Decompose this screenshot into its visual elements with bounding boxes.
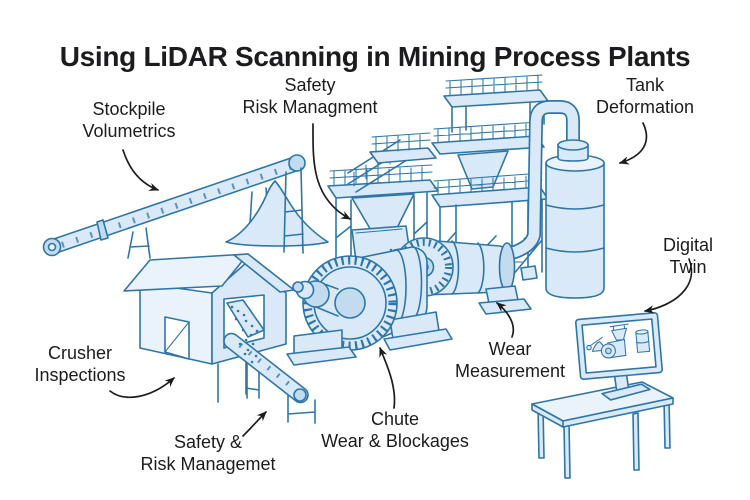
arrow-chute-wear xyxy=(379,346,396,409)
page-title: Using LiDAR Scanning in Mining Process P… xyxy=(59,40,691,72)
label-stockpile-volumetrics: Stockpile Volumetrics xyxy=(82,99,176,141)
arrow-crusher-inspections xyxy=(109,377,175,399)
mini-plant-on-screen xyxy=(586,323,651,359)
annotation-arrows xyxy=(109,122,693,437)
workstation-desk xyxy=(531,381,674,479)
process-pipe xyxy=(509,100,589,260)
arrow-safety-risk-top xyxy=(312,123,351,220)
arrow-digital-twin xyxy=(643,258,693,314)
label-wear-measurement: Wear Measurement xyxy=(454,339,566,381)
digital-twin-monitor xyxy=(574,311,664,401)
label-chute-wear-blockages: Chute Wear & Blockages xyxy=(321,409,469,451)
label-safety-risk-management-bottom: Safety & Risk Managemet xyxy=(140,432,276,474)
arrow-stockpile-volumetrics xyxy=(122,149,160,191)
label-digital-twin: Digital Twin xyxy=(662,235,714,277)
label-safety-risk-management-top: Safety Risk Managment xyxy=(242,75,378,117)
arrow-safety-risk-bottom xyxy=(242,411,267,437)
stockpile xyxy=(225,167,329,254)
front-ball-mill xyxy=(286,246,453,366)
arrow-wear-measurement xyxy=(496,302,515,338)
arrow-tank-deformation xyxy=(618,122,648,165)
label-tank-deformation: Tank Deformation xyxy=(595,75,695,117)
storage-tank xyxy=(545,144,605,299)
label-crusher-inspections: Crusher Inspections xyxy=(34,343,126,385)
discharge-conveyor xyxy=(223,332,316,424)
